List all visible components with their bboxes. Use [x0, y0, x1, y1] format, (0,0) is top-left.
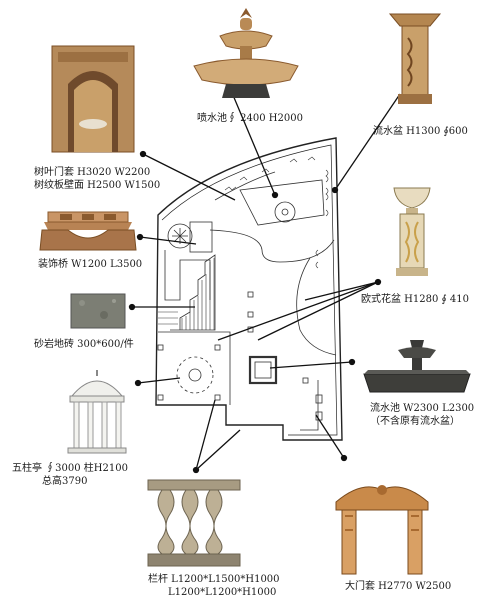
railing-label: 栏杆 L1200*L1500*H1000 L1200*L1200*H1000 [148, 573, 280, 599]
plan-hatch [158, 258, 215, 330]
plan-details [158, 171, 337, 431]
plan-outline [155, 137, 343, 441]
door-frame-label-line1: 树叶门套 H3020 W2200 [34, 167, 151, 178]
door-frame-image [51, 45, 135, 153]
bridge-image [39, 211, 137, 251]
pavilion-label-line1: 五柱亭 ∮3000 柱H2100 [12, 463, 128, 474]
water-pool-label: 流水池 W2300 L2300 （不含原有流水盆） [370, 402, 474, 428]
gate-label: 大门套 H2770 W2500 [345, 581, 452, 592]
pavilion-label-line2: 总高3790 [42, 476, 88, 487]
tile-image [70, 293, 126, 329]
water-basin-label: 流水盆 H1300 ∮600 [373, 126, 468, 137]
tile-label: 砂岩地砖 300*600/件 [34, 339, 134, 350]
pavilion-label: 五柱亭 ∮3000 柱H2100 总高3790 [12, 462, 128, 488]
water-pool-label-line1: 流水池 W2300 L2300 [370, 403, 475, 414]
door-frame-label: 树叶门套 H3020 W2200 树纹板壁面 H2500 W1500 [34, 166, 160, 192]
railing-label-line2: L1200*L1200*H1000 [168, 587, 277, 598]
fountain-image [193, 8, 299, 98]
railing-image [147, 479, 241, 567]
water-basin-image [388, 13, 442, 104]
plan-markers [157, 291, 309, 401]
plan-foliage [224, 156, 329, 269]
railing-label-line1: 栏杆 L1200*L1500*H1000 [148, 574, 280, 585]
gate-image [335, 485, 429, 575]
water-pool-image [363, 340, 471, 393]
planter-image [393, 187, 431, 276]
door-frame-label-line2: 树纹板壁面 H2500 W1500 [34, 180, 161, 191]
pavilion-image [67, 370, 127, 454]
leader-lines [128, 87, 401, 474]
planter-label: 欧式花盆 H1280 ∮ 410 [361, 294, 470, 305]
water-pool-label-line2: （不含原有流水盆） [370, 416, 460, 427]
fountain-label: 喷水池∮ 2400 H2000 [197, 113, 303, 124]
bridge-label: 装饰桥 W1200 L3500 [38, 259, 143, 270]
